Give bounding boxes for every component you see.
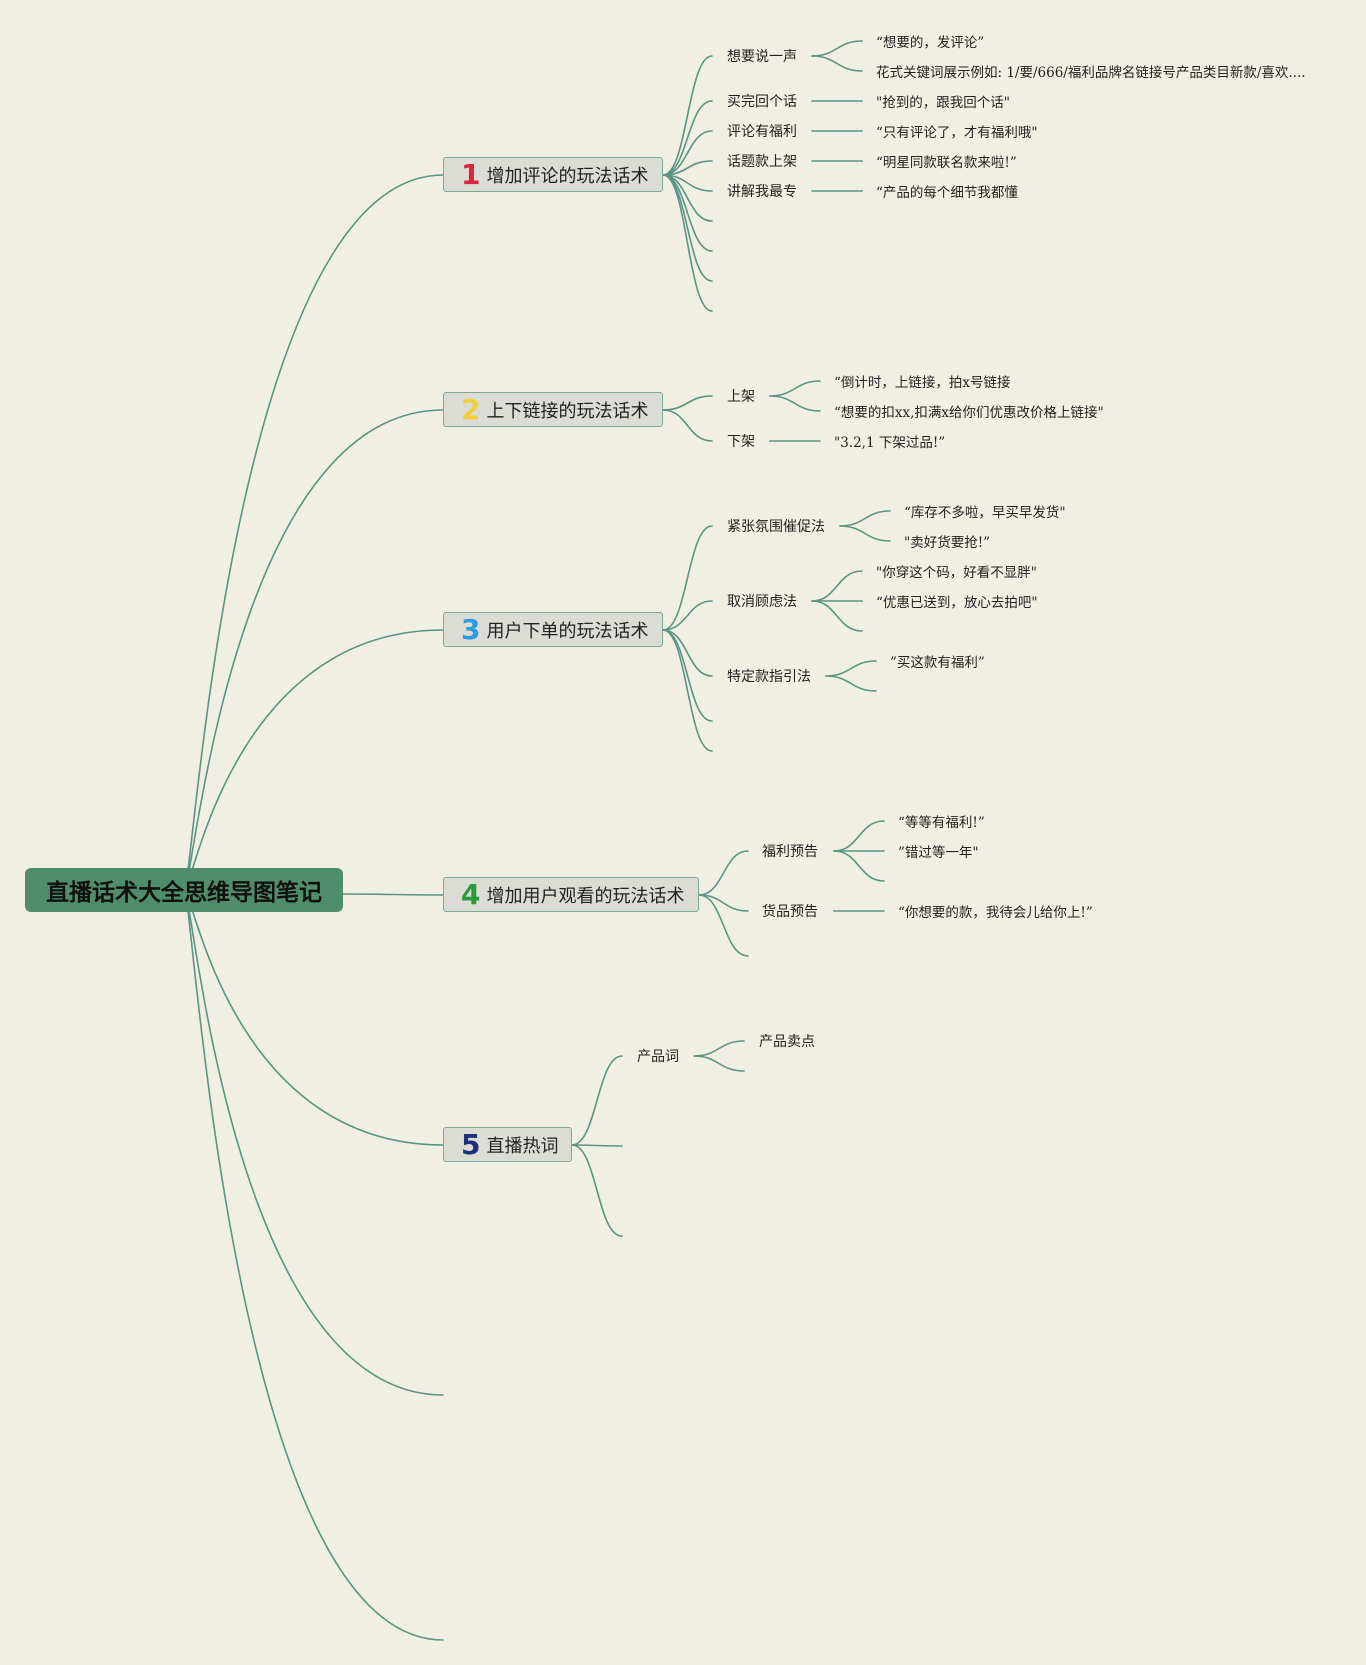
connector-line <box>839 525 891 542</box>
leaf-text: “明星同款联名款来啦!” <box>876 155 1017 171</box>
leaf-text: "卖好货要抢!” <box>904 535 991 551</box>
branch-label[interactable]: 特定款指引法 <box>727 669 811 685</box>
topic-label: 增加用户观看的玩法话术 <box>486 885 685 907</box>
root-node[interactable]: 直播话术大全思维导图笔记 <box>25 868 343 912</box>
topic-number: 2 <box>461 392 481 426</box>
connector-line <box>662 629 713 722</box>
branch-label[interactable]: 上架 <box>727 389 755 405</box>
connector-line <box>662 409 713 442</box>
connector-line <box>833 850 885 882</box>
branch-label[interactable]: 取消顾虑法 <box>727 594 797 610</box>
connector-line <box>825 675 877 692</box>
root-branch <box>184 409 444 891</box>
branch-label[interactable]: 货品预告 <box>762 904 818 920</box>
branch-label[interactable]: 下架 <box>727 434 755 450</box>
topic-node-2[interactable]: 2 上下链接的玩法话术 <box>443 392 663 427</box>
leaf-text: "3.2,1 下架过品!” <box>834 435 946 451</box>
connector-line <box>571 1144 623 1147</box>
connector-line <box>833 820 885 852</box>
topic-number: 3 <box>461 612 481 646</box>
connector-line <box>662 130 713 176</box>
topic-label: 用户下单的玩法话术 <box>486 620 649 642</box>
connector-line <box>811 40 863 57</box>
connector-line <box>662 600 713 631</box>
root-branch <box>184 174 444 891</box>
root-branch <box>184 889 444 1641</box>
connector-line <box>662 174 713 312</box>
leaf-text: 花式关键词展示例如: 1/要/666/福利品牌名链接号产品类目新款/喜欢.... <box>876 65 1306 81</box>
root-branch <box>184 889 444 1146</box>
leaf-text: ”错过等一年" <box>898 845 979 861</box>
connector-line <box>698 894 749 912</box>
branch-label[interactable]: 讲解我最专 <box>727 184 797 200</box>
connector-line <box>662 395 713 411</box>
root-branch <box>184 889 444 1396</box>
topic-number: 4 <box>461 877 481 911</box>
leaf-text: “想要的，发评论” <box>876 35 985 51</box>
root-branch <box>184 629 444 891</box>
connector-line <box>693 1040 745 1057</box>
topic-label: 直播热词 <box>486 1135 559 1157</box>
topic-number: 1 <box>461 157 481 191</box>
leaf-text: “优惠已送到，放心去拍吧" <box>876 595 1038 611</box>
connector-line <box>811 600 863 632</box>
connector-line <box>662 100 713 176</box>
connector-line <box>839 510 891 527</box>
branch-label[interactable]: 紧张氛围催促法 <box>727 519 825 535</box>
connector-line <box>662 525 713 631</box>
root-branch <box>342 893 444 896</box>
connector-line <box>662 629 713 677</box>
topic-node-4[interactable]: 4 增加用户观看的玩法话术 <box>443 877 699 912</box>
connector-line <box>811 55 863 72</box>
leaf-text: “你想要的款，我待会儿给你上!” <box>898 905 1093 921</box>
connector-line <box>825 660 877 677</box>
branch-label[interactable]: 产品词 <box>637 1049 679 1065</box>
leaf-text: “产品的每个细节我都懂 <box>876 185 1018 201</box>
branch-label[interactable]: 评论有福利 <box>727 124 797 140</box>
branch-label[interactable]: 福利预告 <box>762 844 818 860</box>
topic-number: 5 <box>461 1127 481 1161</box>
connector-line <box>698 894 749 957</box>
leaf-text: “倒计时，上链接，拍x号链接 <box>834 375 1011 391</box>
connector-line <box>571 1055 623 1146</box>
branch-label[interactable]: 想要说一声 <box>727 49 797 65</box>
topic-node-5[interactable]: 5 直播热词 <box>443 1127 572 1162</box>
connector-line <box>769 395 821 412</box>
branch-label[interactable]: 买完回个话 <box>727 94 797 110</box>
topic-node-3[interactable]: 3 用户下单的玩法话术 <box>443 612 663 647</box>
root-title: 直播话术大全思维导图笔记 <box>46 880 322 906</box>
connector-line <box>662 629 713 752</box>
connector-line <box>769 380 821 397</box>
leaf-text: "抢到的，跟我回个话" <box>876 95 1010 111</box>
branch-label[interactable]: 话题款上架 <box>727 154 797 170</box>
connector-line <box>693 1055 745 1072</box>
topic-label: 上下链接的玩法话术 <box>486 400 649 422</box>
leaf-text: “库存不多啦，早买早发货" <box>904 505 1066 521</box>
leaf-text: 产品卖点 <box>759 1034 815 1050</box>
connector-line <box>811 570 863 602</box>
connector-line <box>571 1144 623 1237</box>
connector-line <box>698 850 749 896</box>
leaf-text: “等等有福利!” <box>898 815 985 831</box>
connector-line <box>662 55 713 176</box>
leaf-text: “想要的扣xx,扣满x给你们优惠改价格上链接" <box>834 405 1104 421</box>
leaf-text: “只有评论了，才有福利哦" <box>876 125 1038 141</box>
leaf-text: ”买这款有福利” <box>890 655 985 671</box>
topic-label: 增加评论的玩法话术 <box>486 165 649 187</box>
leaf-text: "你穿这个码，好看不显胖" <box>876 565 1037 581</box>
topic-node-1[interactable]: 1 增加评论的玩法话术 <box>443 157 663 192</box>
